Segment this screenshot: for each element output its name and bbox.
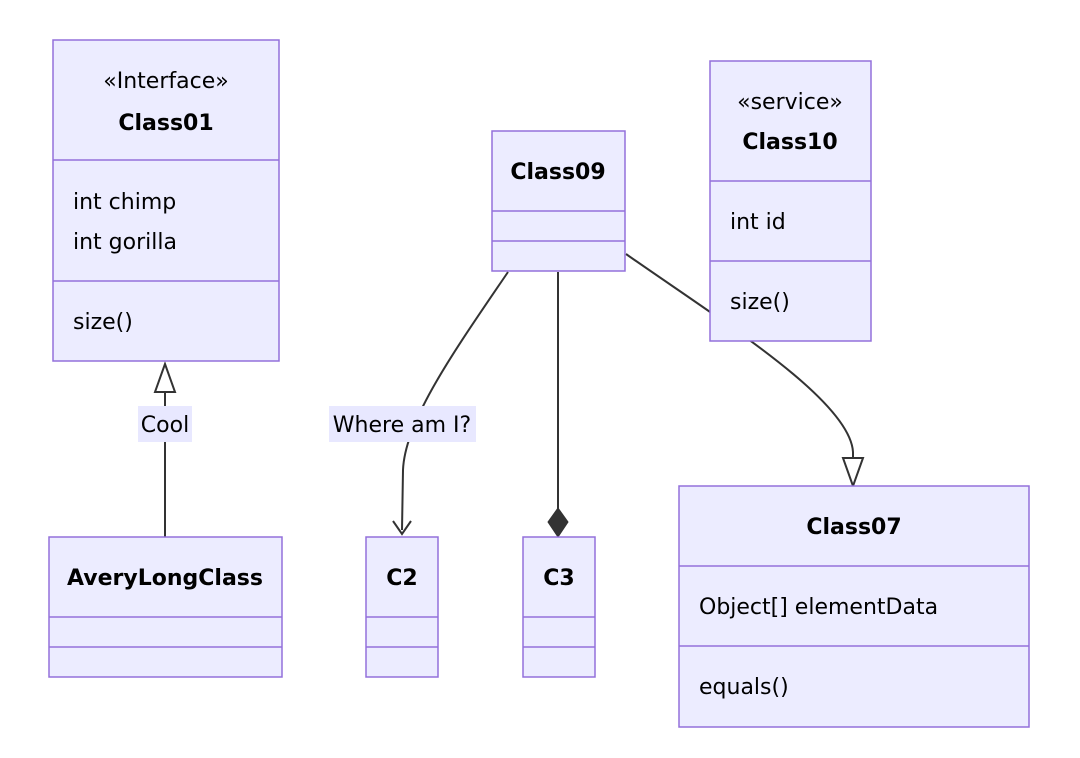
class09-title: Class09 bbox=[510, 160, 605, 185]
class-node-class10[interactable]: «service» Class10 int id size() bbox=[709, 60, 872, 342]
class07-method: equals() bbox=[699, 675, 789, 700]
filled-diamond-arrowhead bbox=[547, 507, 569, 538]
c2-title: C2 bbox=[386, 566, 417, 591]
edge-class09-to-c3 bbox=[547, 272, 569, 538]
averylongclass-title: AveryLongClass bbox=[67, 566, 263, 591]
class07-title: Class07 bbox=[806, 515, 901, 540]
edge-label-cool: Cool bbox=[141, 413, 189, 438]
edge-class09-to-class07 bbox=[625, 253, 865, 489]
class01-stereotype: «Interface» bbox=[103, 69, 228, 94]
class-node-c3[interactable]: C3 bbox=[522, 536, 596, 678]
class-node-class07[interactable]: Class07 Object[] elementData equals() bbox=[678, 485, 1030, 728]
class10-title: Class10 bbox=[742, 130, 837, 155]
class-node-class01[interactable]: «Interface» Class01 int chimp int gorill… bbox=[52, 39, 280, 362]
class10-method: size() bbox=[730, 290, 790, 315]
edge-class09-to-c2: Where am I? bbox=[329, 271, 509, 536]
edge-label-where-am-i: Where am I? bbox=[333, 413, 471, 438]
class-node-averylongclass[interactable]: AveryLongClass bbox=[48, 536, 283, 678]
class01-title: Class01 bbox=[118, 111, 213, 136]
open-arrowhead bbox=[392, 520, 412, 536]
class01-method: size() bbox=[73, 310, 133, 335]
class01-attribute: int gorilla bbox=[73, 230, 177, 255]
hollow-triangle-arrowhead bbox=[841, 457, 865, 489]
class01-attribute: int chimp bbox=[73, 190, 176, 215]
class-node-class09[interactable]: Class09 bbox=[491, 130, 626, 272]
class07-attribute: Object[] elementData bbox=[699, 595, 938, 620]
edge-averylongclass-to-class01: Cool bbox=[138, 361, 192, 537]
class10-attribute: int id bbox=[730, 210, 786, 235]
c3-title: C3 bbox=[543, 566, 574, 591]
class10-stereotype: «service» bbox=[737, 90, 843, 115]
class-node-c2[interactable]: C2 bbox=[365, 536, 439, 678]
hollow-triangle-arrowhead bbox=[153, 361, 177, 393]
